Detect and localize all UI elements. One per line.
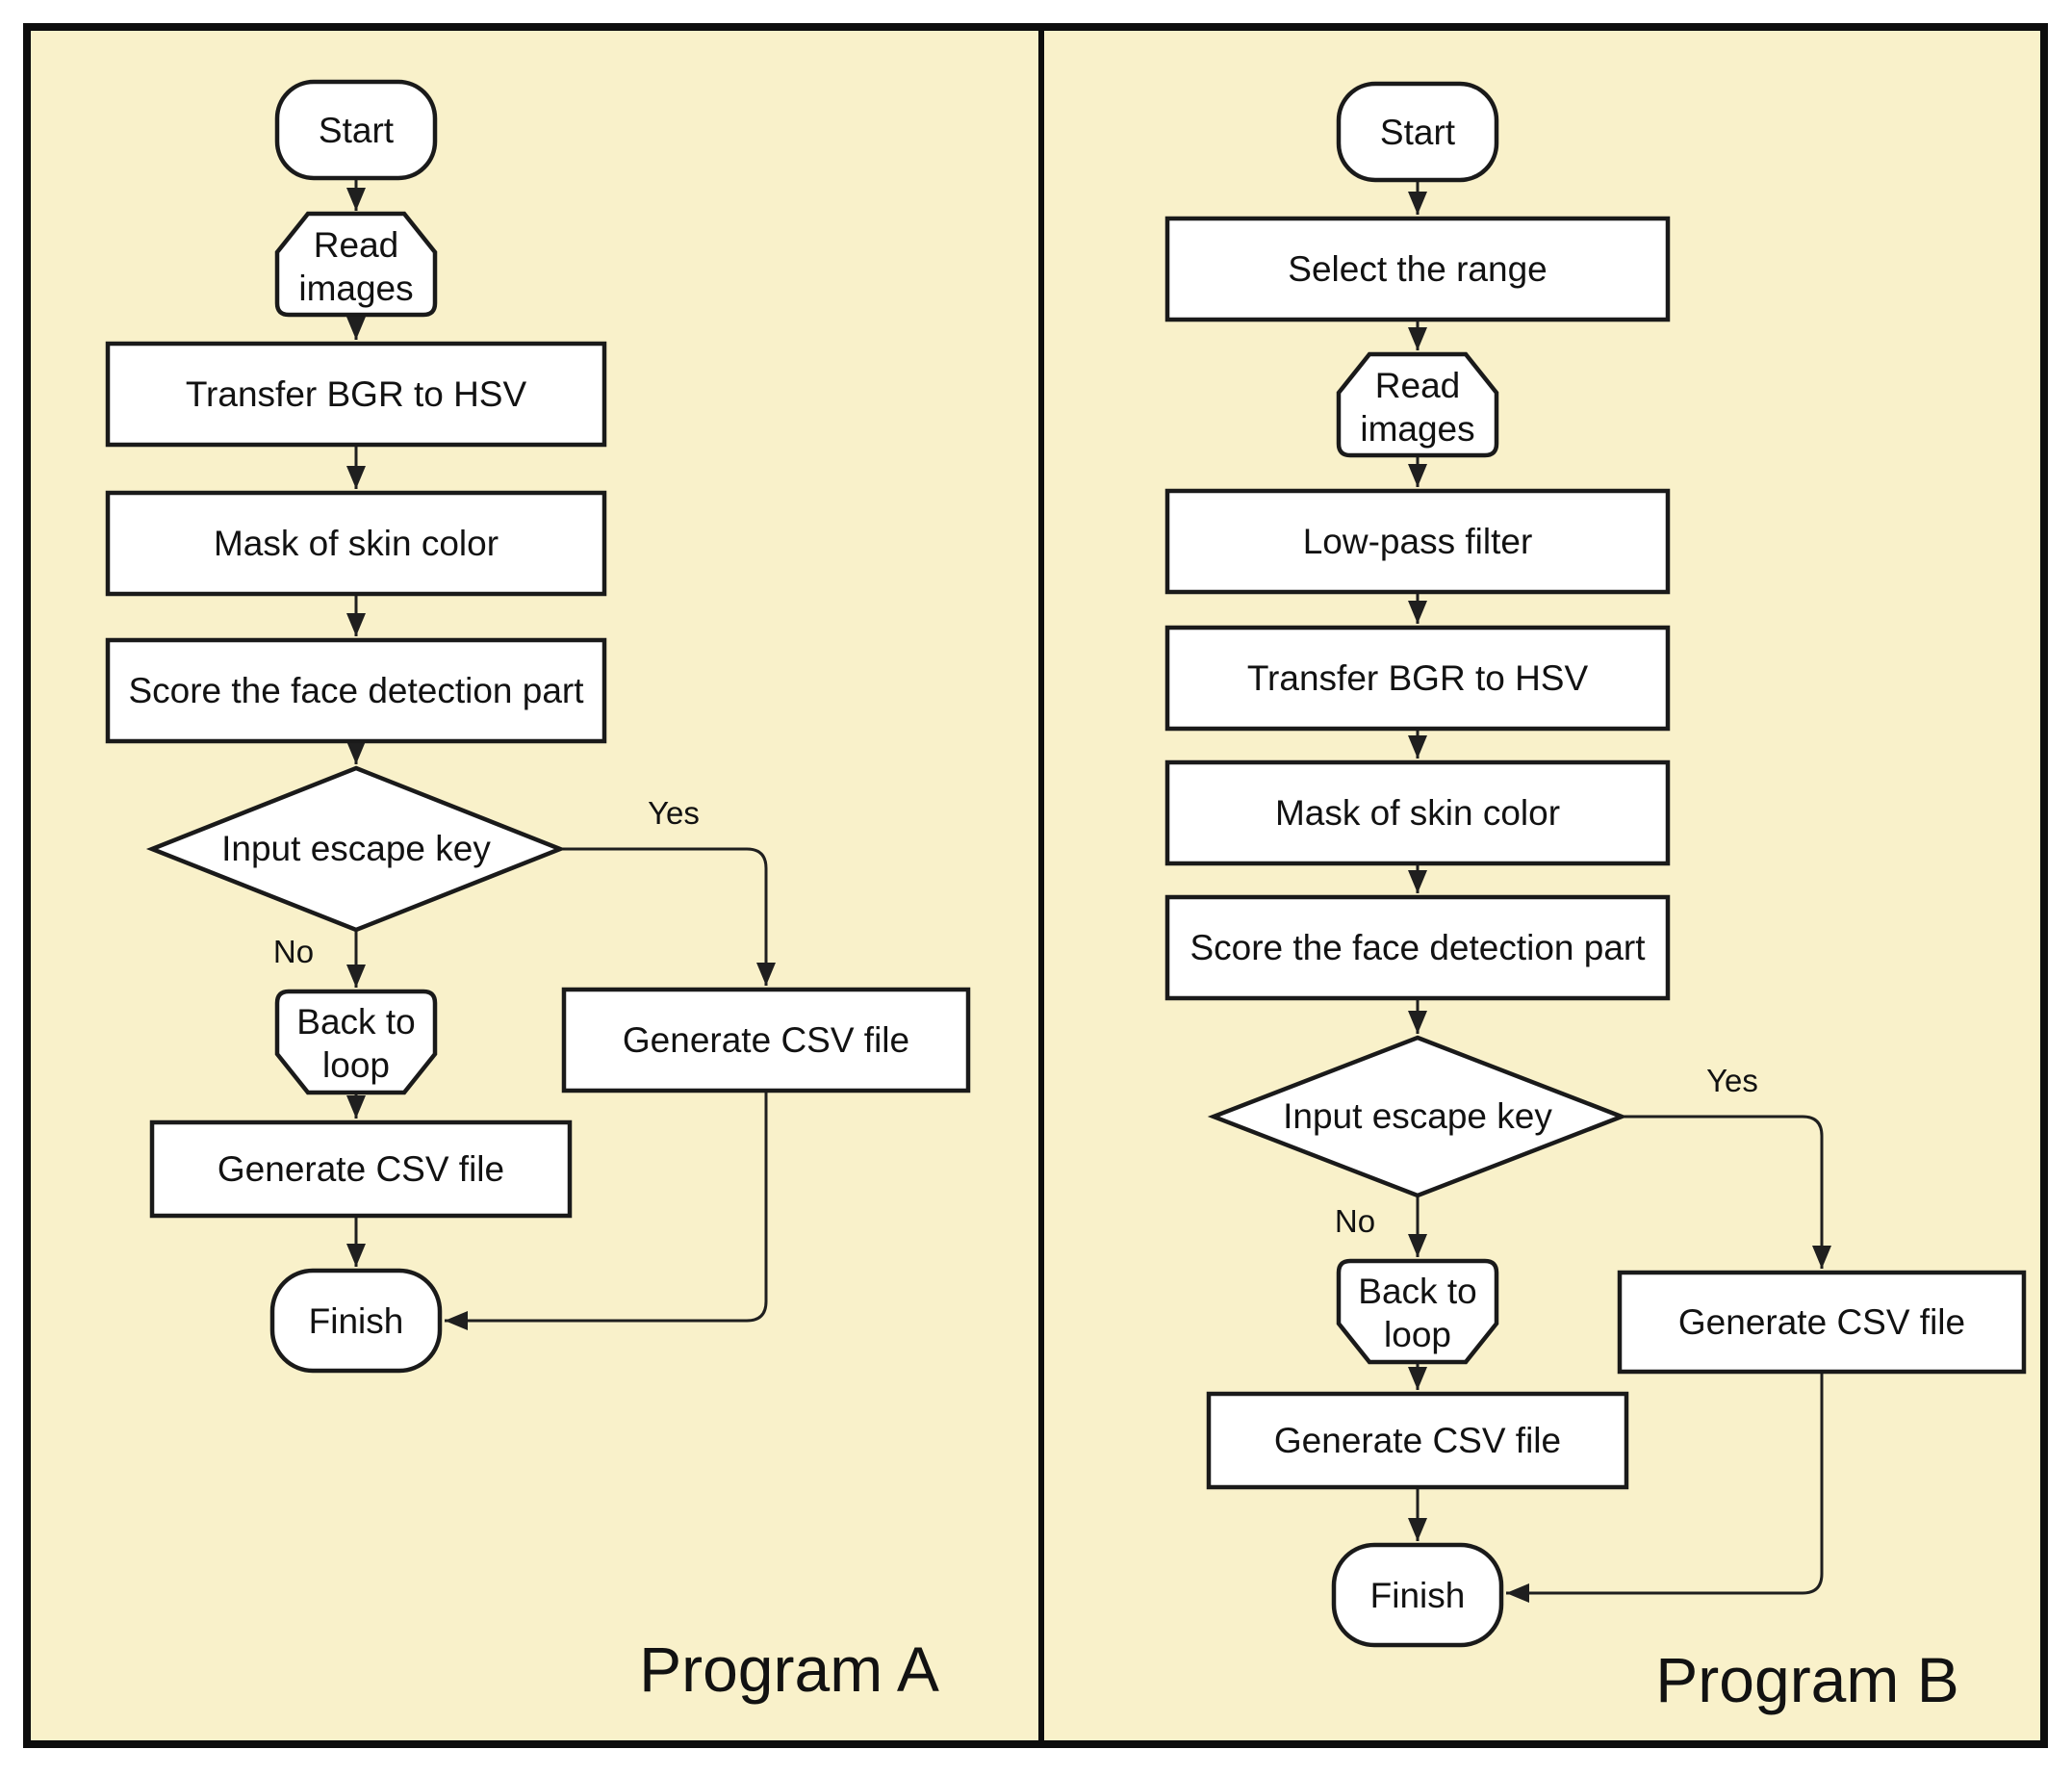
node-label: Select the range [1288,249,1547,289]
node-transfer-bgr-a: Transfer BGR to HSV [105,341,607,448]
branch-label-yes-a: Yes [648,795,700,831]
node-low-pass-b: Low-pass filter [1164,488,1671,595]
node-label: Finish [1370,1576,1466,1615]
node-read-images-b: Read images [1336,351,1499,458]
node-generate-csv-no-a: Generate CSV file [149,1119,573,1219]
node-label: Start [319,111,395,150]
node-label-line2: images [298,269,413,308]
process-shape [1164,894,1671,1001]
node-start-b: Start [1336,81,1499,183]
node-label: Generate CSV file [623,1020,909,1060]
node-generate-csv-yes-b: Generate CSV file [1617,1270,2027,1375]
panel-program-a: Start Read images Transfer BGR to HSV Ma… [105,79,971,1705]
edge-csv-right-finish-a [445,1091,768,1330]
node-label: Generate CSV file [1274,1421,1561,1460]
node-label-line1: Read [314,225,398,265]
process-shape [105,490,607,597]
node-label-line1: Back to [296,1002,415,1042]
loop-shape [274,989,438,1095]
node-score-face-a: Score the face detection part [105,637,607,744]
node-label-line2: loop [1384,1315,1451,1354]
terminator-shape [1331,1542,1504,1648]
node-label: Transfer BGR to HSV [1247,658,1589,698]
node-select-range-b: Select the range [1164,216,1671,322]
node-generate-csv-yes-a: Generate CSV file [561,987,971,1093]
node-label: Input escape key [221,829,491,868]
node-label-line2: images [1360,409,1474,449]
node-label-line2: loop [322,1045,390,1085]
process-shape [1206,1391,1629,1490]
node-mask-skin-a: Mask of skin color [105,490,607,597]
node-decision-b: Input escape key [1207,1035,1628,1198]
card-shape [1336,351,1499,458]
node-transfer-bgr-b: Transfer BGR to HSV [1164,625,1671,732]
node-label: Start [1380,113,1456,152]
decision-shape [1207,1035,1628,1198]
decision-shape [145,765,567,933]
node-label-line1: Read [1375,366,1460,405]
node-start-a: Start [274,79,438,181]
node-label-line1: Back to [1358,1272,1476,1311]
branch-label-no-b: No [1335,1203,1375,1239]
terminator-shape [1336,81,1499,183]
node-generate-csv-no-b: Generate CSV file [1206,1391,1629,1490]
terminator-shape [269,1268,443,1374]
edge-decision-yes-csv-b [1622,1115,1831,1269]
node-label: Generate CSV file [1678,1302,1965,1342]
branch-label-no-a: No [273,934,314,969]
node-decision-a: Input escape key [145,765,567,933]
panel-b-title: Program B [1655,1644,1958,1715]
panel-program-b: Start Select the range Read images Low-p… [1164,81,2027,1715]
process-shape-highlight [1164,488,1671,595]
node-back-to-loop-a: Back to loop [274,989,438,1095]
edge-decision-yes-csv-a [560,847,776,986]
node-label: Generate CSV file [217,1149,504,1189]
node-finish-b: Finish [1331,1542,1504,1648]
process-shape [105,341,607,448]
node-label: Mask of skin color [1275,793,1560,833]
card-shape [274,211,438,318]
panel-a-title: Program A [639,1634,939,1705]
node-label: Score the face detection part [128,671,584,710]
node-label: Low-pass filter [1303,522,1533,561]
loop-shape [1336,1258,1499,1365]
node-finish-a: Finish [269,1268,443,1374]
terminator-shape [274,79,438,181]
node-label: Finish [309,1301,404,1341]
process-shape [149,1119,573,1219]
process-shape-highlight [1164,216,1671,322]
node-mask-skin-b: Mask of skin color [1164,759,1671,866]
node-score-face-b: Score the face detection part [1164,894,1671,1001]
process-shape [1617,1270,2027,1375]
branch-label-yes-b: Yes [1706,1063,1758,1098]
node-label: Transfer BGR to HSV [186,374,527,414]
edge-csv-right-finish-b [1506,1372,1824,1603]
process-shape [1164,759,1671,866]
node-label: Input escape key [1283,1096,1552,1136]
process-shape [105,637,607,744]
node-label: Score the face detection part [1189,928,1646,967]
node-read-images-a: Read images [274,211,438,318]
node-back-to-loop-b: Back to loop [1336,1258,1499,1365]
node-label: Mask of skin color [214,524,499,563]
process-shape [1164,625,1671,732]
process-shape [561,987,971,1093]
